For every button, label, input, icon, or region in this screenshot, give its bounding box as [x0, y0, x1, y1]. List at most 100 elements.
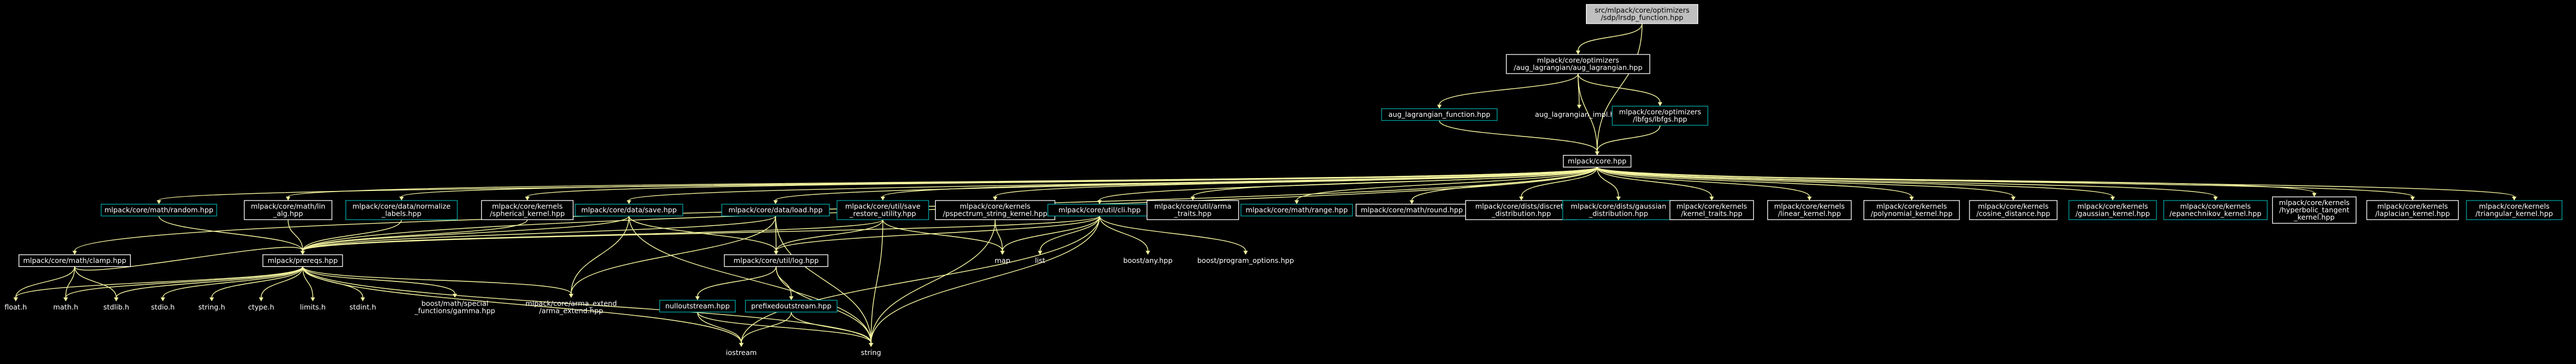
node-load[interactable]: mlpack/core/data/load.hpp: [721, 203, 830, 217]
node-label-string_h-0: string.h: [198, 303, 225, 311]
node-label-kernel_traits-0: mlpack/core/kernels: [1676, 202, 1747, 211]
node-box-core: [1563, 154, 1631, 168]
node-label-auglag-0: mlpack/core/optimizers: [1537, 56, 1619, 65]
node-auglag[interactable]: mlpack/core/optimizers/aug_lagrangian/au…: [1506, 54, 1651, 74]
edge-root-to-core: [1597, 23, 1643, 152]
arrowhead-core-to-linear: [1807, 197, 1812, 201]
node-discrete[interactable]: mlpack/core/dists/discrete_distribution.…: [1465, 200, 1577, 220]
node-range[interactable]: mlpack/core/math/range.hpp: [1241, 203, 1353, 217]
edge-random-to-prereqs: [158, 216, 303, 251]
arrowhead-core-to-polynomial: [1909, 197, 1914, 201]
arrowhead-auglag-to-alimpl: [1577, 104, 1581, 109]
edge-core-to-spherical: [527, 166, 1598, 197]
node-label-gamma-0: boost/math/special: [421, 299, 488, 308]
edge-restore-to-string: [870, 219, 883, 343]
node-box-nulloutstream: [659, 299, 736, 313]
edge-cli-to-any: [1099, 216, 1148, 251]
node-progopts: boost/program_options.hpp: [1197, 256, 1294, 265]
node-arma_traits[interactable]: mlpack/core/util/arma_traits.hpp: [1146, 200, 1239, 220]
node-stdlib: stdlib.h: [103, 303, 129, 311]
node-nulloutstream[interactable]: nulloutstream.hpp: [659, 299, 736, 313]
edge-cli-to-map: [1002, 216, 1100, 251]
node-map: map: [995, 256, 1010, 265]
node-cosine[interactable]: mlpack/core/kernels/cosine_distance.hpp: [1969, 200, 2058, 220]
node-restore[interactable]: mlpack/core/util/save_restore_utility.hp…: [836, 200, 929, 220]
node-polynomial[interactable]: mlpack/core/kernels/polynomial_kernel.hp…: [1863, 200, 1960, 220]
node-any: boost/any.hpp: [1123, 256, 1173, 265]
node-label-polynomial-1: /polynomial_kernel.hpp: [1871, 210, 1953, 218]
node-gaussian_k[interactable]: mlpack/core/kernels/gaussian_kernel.hpp: [2068, 200, 2157, 220]
edge-pspectrum-to-map: [995, 219, 1003, 251]
node-laplacian[interactable]: mlpack/core/kernels/laplacian_kernel.hpp: [2366, 200, 2459, 220]
edge-restore-to-map: [882, 219, 1003, 251]
node-box-clamp: [19, 254, 131, 267]
edge-normalize-to-prereqs: [302, 219, 402, 251]
node-gamma: boost/math/special_functions/gamma.hpp: [414, 299, 495, 315]
node-label-core-0: mlpack/core.hpp: [1568, 157, 1626, 165]
node-label-limits-0: limits.h: [300, 303, 326, 311]
edge-core-to-arma_traits: [1192, 166, 1598, 197]
node-box-save: [575, 203, 683, 217]
node-kernel_traits[interactable]: mlpack/core/kernels/kernel_traits.hpp: [1669, 200, 1754, 220]
edge-core-to-polynomial: [1597, 166, 1912, 197]
node-label-float-0: float.h: [4, 303, 27, 311]
node-label-save-0: mlpack/core/data/save.hpp: [581, 206, 677, 214]
arrowhead-core-to-range: [1294, 200, 1299, 204]
node-pspectrum[interactable]: mlpack/core/kernels/pspectrum_string_ker…: [934, 200, 1056, 220]
node-prefixed[interactable]: prefixedoutstream.hpp: [745, 299, 838, 313]
arrowhead-prereqs-to-arma_ext: [569, 294, 573, 298]
edge-load-to-string: [775, 216, 872, 343]
node-alf[interactable]: aug_lagrangian_function.hpp: [1381, 108, 1498, 121]
node-hyperbolic[interactable]: mlpack/core/kernels/hyperbolic_tangent_k…: [2272, 196, 2357, 224]
node-box-auglag: [1506, 54, 1651, 74]
edge-prereqs-to-iostream: [302, 266, 742, 343]
edge-cli-to-string: [870, 216, 1100, 343]
node-label-hyperbolic-1: /hyperbolic_tangent: [2279, 206, 2350, 214]
node-log[interactable]: mlpack/core/util/log.hpp: [724, 254, 828, 267]
node-label-laplacian-0: mlpack/core/kernels: [2377, 202, 2448, 211]
node-linear[interactable]: mlpack/core/kernels/linear_kernel.hpp: [1767, 200, 1852, 220]
node-box-prefixed: [745, 299, 838, 313]
node-triangular[interactable]: mlpack/core/kernels/triangular_kernel.hp…: [2466, 200, 2563, 220]
edge-restore-to-prereqs: [302, 219, 883, 252]
node-clamp[interactable]: mlpack/core/math/clamp.hpp: [19, 254, 131, 267]
edge-core-to-laplacian: [1597, 166, 2413, 197]
node-label-kernel_traits-1: /kernel_traits.hpp: [1681, 210, 1742, 218]
node-label-log-0: mlpack/core/util/log.hpp: [733, 256, 819, 265]
node-string: string: [861, 348, 881, 357]
node-spherical[interactable]: mlpack/core/kernels/spherical_kernel.hpp: [481, 200, 574, 220]
node-core[interactable]: mlpack/core.hpp: [1563, 154, 1631, 168]
node-label-arma_traits-0: mlpack/core/util/arma: [1154, 202, 1231, 211]
node-label-lin_alg-0: mlpack/core/math/lin: [251, 202, 326, 211]
node-label-string-0: string: [861, 348, 881, 357]
node-epan[interactable]: mlpack/core/kernels/epanechnikov_kernel.…: [2163, 200, 2268, 220]
edge-core-to-clamp: [74, 167, 1598, 251]
edge-core-to-gaussian_k: [1597, 166, 2113, 197]
node-random[interactable]: mlpack/core/math/random.hpp: [101, 203, 217, 217]
edge-auglag-to-lbfgs: [1577, 73, 1661, 103]
node-cli[interactable]: mlpack/core/util/cli.hpp: [1047, 203, 1152, 217]
node-normalize[interactable]: mlpack/core/data/normalize_labels.hpp: [345, 200, 458, 220]
arrowhead-auglag-to-lbfgs: [1658, 102, 1662, 106]
node-label-stdio-0: stdio.h: [151, 303, 175, 311]
node-stdint: stdint.h: [349, 303, 376, 311]
node-round[interactable]: mlpack/core/math/round.hpp: [1356, 203, 1468, 217]
arrowhead-prereqs-to-float: [13, 297, 18, 302]
arrowhead-prereqs-to-stdlib: [114, 297, 118, 302]
node-label-iostream-0: iostream: [726, 348, 757, 357]
node-root: src/mlpack/core/optimizers/sdp/lrsdp_fun…: [1586, 4, 1698, 24]
edge-nulloutstream-to-iostream: [697, 312, 742, 343]
arrowhead-core-to-round: [1410, 200, 1414, 204]
node-gaussian_dist[interactable]: mlpack/core/dists/gaussian_distribution.…: [1562, 200, 1675, 220]
node-save[interactable]: mlpack/core/data/save.hpp: [575, 203, 683, 217]
node-label-nulloutstream-0: nulloutstream.hpp: [665, 302, 730, 310]
arrowhead-core-to-discrete: [1519, 197, 1524, 201]
node-box-prereqs: [262, 254, 343, 267]
edge-save-to-log: [628, 216, 777, 251]
node-ctype: ctype.h: [248, 303, 275, 311]
node-lin_alg[interactable]: mlpack/core/math/lin_alg.hpp: [244, 200, 332, 220]
edge-cli-to-list: [1039, 216, 1100, 251]
node-prereqs[interactable]: mlpack/prereqs.hpp: [262, 254, 343, 267]
node-label-lbfgs-1: /lbfgs/lbfgs.hpp: [1633, 115, 1688, 124]
node-lbfgs[interactable]: mlpack/core/optimizers/lbfgs/lbfgs.hpp: [1612, 106, 1708, 126]
